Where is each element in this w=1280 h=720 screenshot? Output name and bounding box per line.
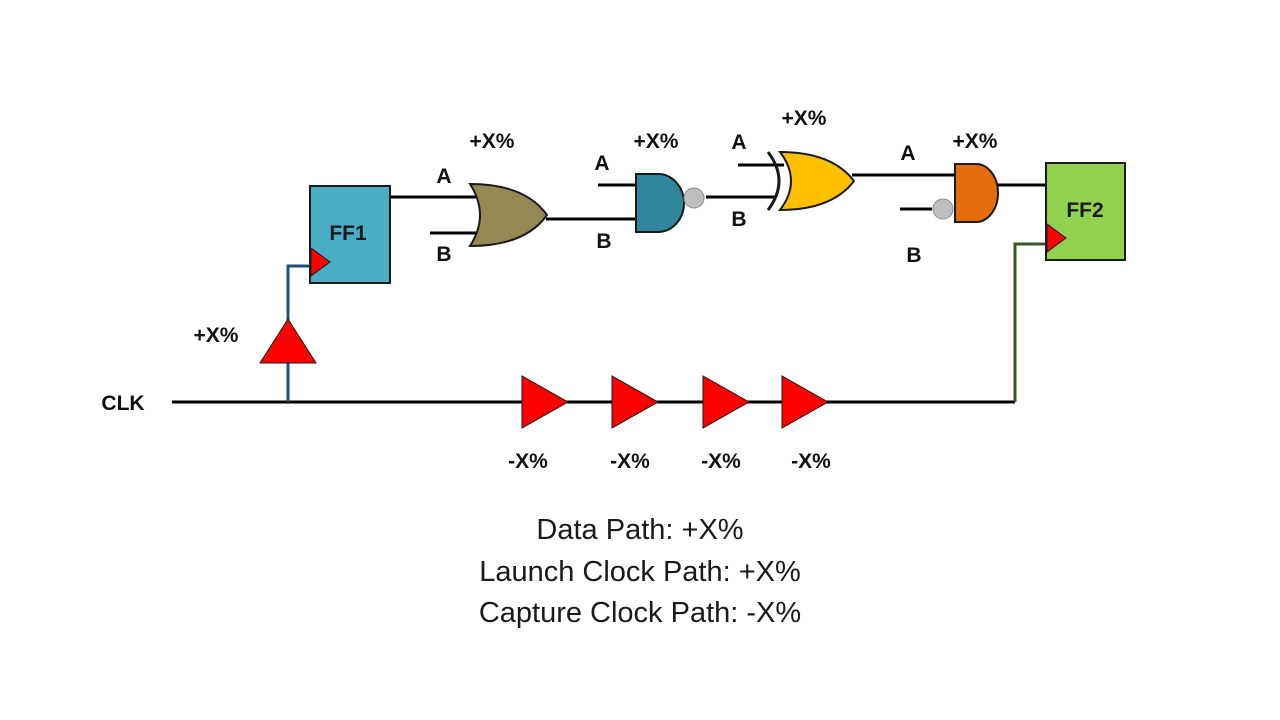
legend-launch-clock-path: Launch Clock Path: +X%	[479, 556, 801, 588]
and-input-bubble-icon	[932, 198, 954, 220]
xor-input-a-label: A	[731, 131, 746, 154]
xor-input-curve	[766, 151, 781, 211]
xor-input-b-label: B	[731, 208, 746, 231]
capture-buffer-derate-label: -X%	[791, 450, 831, 473]
nand-input-b-label: B	[596, 230, 611, 253]
and-input-a-label: A	[900, 142, 915, 165]
or-gate-icon	[468, 182, 549, 248]
capture-clock-buffer-icon	[702, 375, 751, 429]
nand-gate-icon	[635, 173, 685, 233]
ff2-box	[1045, 162, 1126, 261]
capture-buffer-derate-label: -X%	[508, 450, 548, 473]
capture-clock-buffer-icon	[611, 375, 660, 429]
and-gate-icon	[954, 163, 999, 223]
nand-bubble-icon	[683, 187, 705, 209]
launch-clock-buffer-icon	[259, 318, 317, 364]
and-input-b-label: B	[906, 244, 921, 267]
nand-input-a-label: A	[594, 152, 609, 175]
legend-data-path: Data Path: +X%	[536, 514, 744, 546]
capture-clock-buffer-icon	[781, 375, 830, 429]
ff2-clock-pin-icon	[1046, 223, 1067, 253]
ff1-label: FF1	[329, 222, 367, 245]
nand-derate-label: +X%	[634, 130, 679, 153]
ff1-clock-pin-icon	[310, 247, 331, 277]
capture-buffer-derate-label: -X%	[610, 450, 650, 473]
capture-clock-buffer-icon	[521, 375, 570, 429]
capture-buffer-derate-label: -X%	[701, 450, 741, 473]
or-derate-label: +X%	[470, 130, 515, 153]
xor-gate-icon	[777, 150, 856, 212]
xor-derate-label: +X%	[782, 107, 827, 130]
clk-label: CLK	[101, 392, 144, 415]
launch-buffer-derate-label: +X%	[194, 324, 239, 347]
or-input-a-label: A	[436, 165, 451, 188]
or-input-b-label: B	[436, 243, 451, 266]
legend-capture-clock-path: Capture Clock Path: -X%	[478, 597, 802, 629]
and-derate-label: +X%	[953, 130, 998, 153]
capture-clock-branch	[1013, 242, 1046, 402]
ff2-label: FF2	[1066, 199, 1103, 222]
